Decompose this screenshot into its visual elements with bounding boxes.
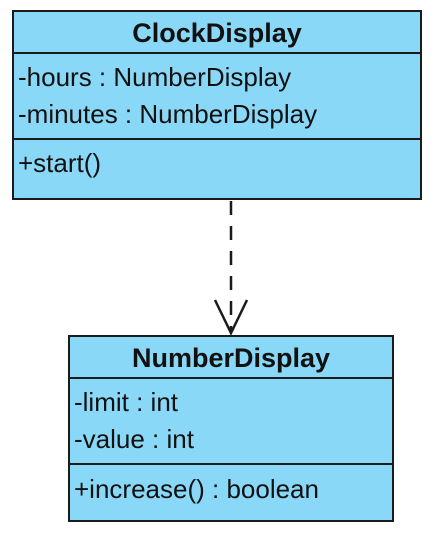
operation-row: +start() (18, 148, 102, 178)
attribute-row: -limit : int (74, 387, 178, 417)
open-arrowhead (213, 299, 249, 336)
operations-compartment: +start() (14, 140, 420, 181)
attribute-row: -minutes : NumberDisplay (18, 99, 318, 129)
attributes-compartment: -hours : NumberDisplay -minutes : Number… (14, 54, 420, 140)
attribute-row: -hours : NumberDisplay (18, 62, 292, 92)
class-name: NumberDisplay (70, 337, 392, 379)
attributes-compartment: -limit : int -value : int (70, 379, 392, 465)
operations-compartment: +increase() : boolean (70, 465, 392, 507)
attribute-row: -value : int (74, 424, 194, 454)
class-name: ClockDisplay (14, 12, 420, 54)
class-box-clockdisplay[interactable]: ClockDisplay -hours : NumberDisplay -min… (12, 10, 422, 200)
class-box-numberdisplay[interactable]: NumberDisplay -limit : int -value : int … (68, 335, 394, 522)
operation-row: +increase() : boolean (74, 474, 319, 504)
